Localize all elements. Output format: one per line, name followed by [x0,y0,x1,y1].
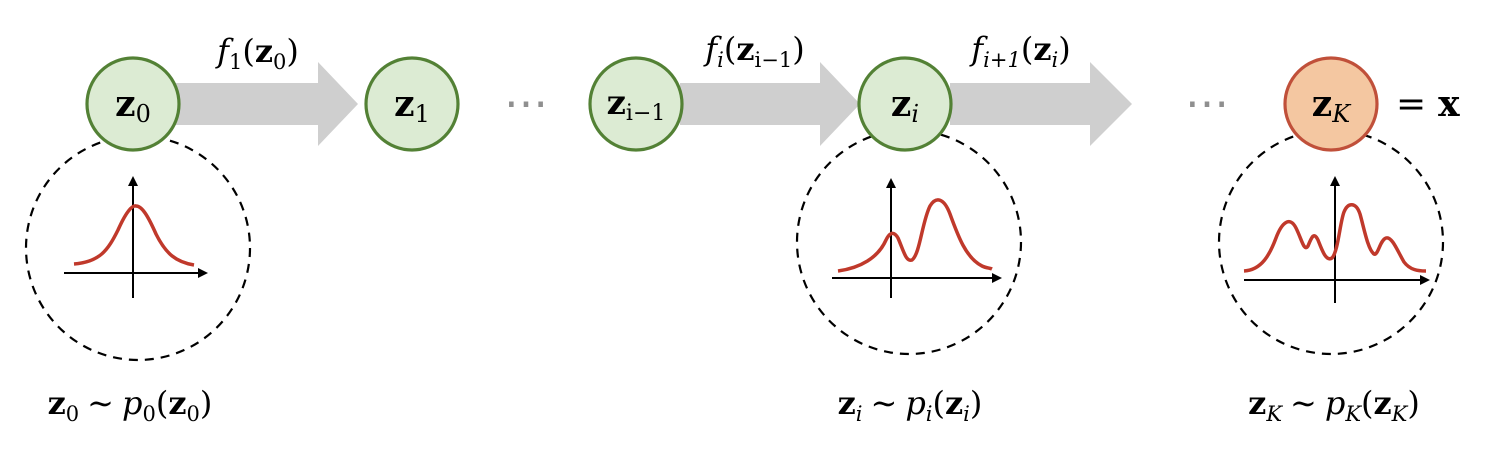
ellipsis-2: ⋯ [1185,78,1229,129]
transform-arrow-1 [175,62,358,146]
density-plot-pK [1243,176,1430,303]
distribution-label-pi: zi∼pi(zi) [838,384,983,426]
node-z-i-minus-1: zi−1 [588,56,684,152]
density-curve [73,204,195,267]
density-curve [837,198,993,273]
node-z0: z0 [85,56,181,152]
distribution-label-pK: zK∼pK(zK) [1248,384,1420,426]
node-z-K: zK [1283,56,1379,152]
svg-text:zK: zK [1312,83,1352,128]
distribution-circle-p0 [24,134,252,362]
transform-arrow-2 [680,62,860,146]
density-plot-p0 [64,176,208,298]
transform-label-f1: f1(z0) [215,32,299,74]
svg-text:z0: z0 [115,83,151,128]
transform-label-fi-plus-1: fi+1(zi) [969,30,1070,72]
distribution-circle-pi [795,128,1023,356]
svg-text:zi−1: zi−1 [607,83,666,126]
density-plot-pi [832,178,1002,298]
equals-x: =x [1396,83,1460,125]
density-curve [1243,203,1427,273]
ellipsis-1: ⋯ [504,78,548,129]
distribution-label-p0: z0∼p0(z0) [48,384,213,426]
svg-text:z1: z1 [394,83,430,128]
transform-arrow-3 [950,62,1132,146]
node-z1: z1 [364,56,460,152]
transform-label-fi: fi(zi−1) [703,30,804,72]
svg-text:zi: zi [891,83,919,128]
node-z-i: zi [857,56,953,152]
distribution-circle-pK [1217,128,1445,356]
